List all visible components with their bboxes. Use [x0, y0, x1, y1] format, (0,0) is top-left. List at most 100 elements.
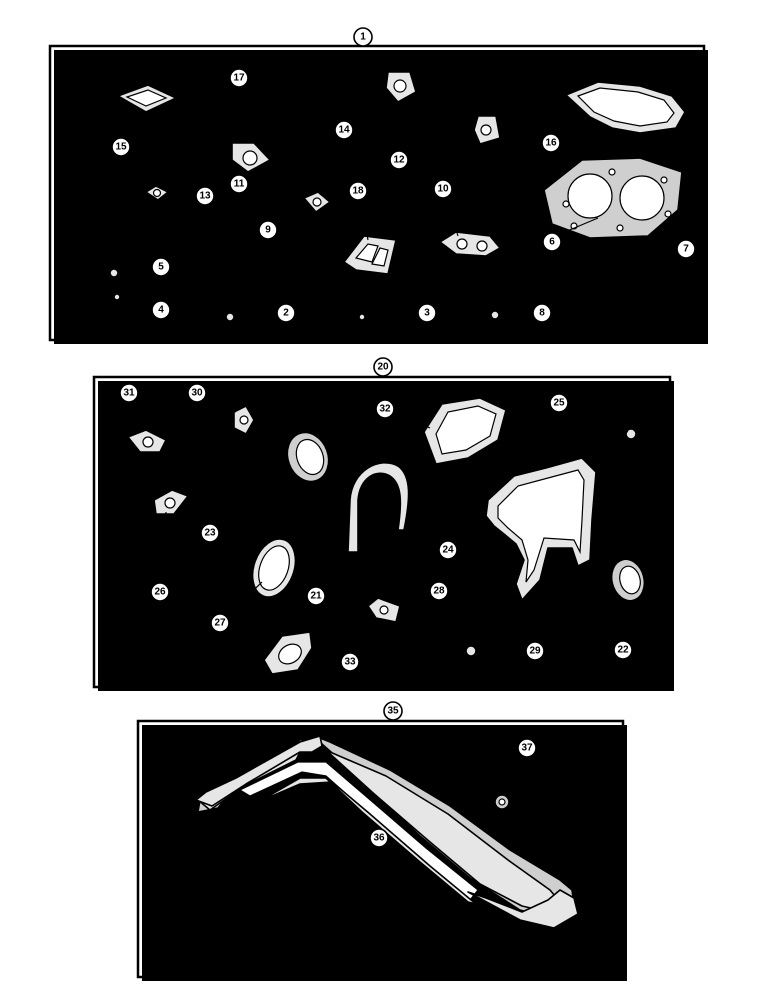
panel-20-leaders [131, 397, 629, 662]
svg-text:6: 6 [549, 237, 555, 248]
svg-text:10: 10 [437, 184, 449, 195]
callout-29: 29 [525, 641, 545, 661]
svg-text:15: 15 [115, 142, 127, 153]
gasket-32 [423, 397, 507, 465]
panel-35-frame [136, 719, 625, 979]
gasket-14 [385, 71, 417, 103]
gasket-16 [565, 81, 686, 134]
callout-14: 14 [334, 120, 354, 140]
svg-text:2: 2 [283, 308, 289, 319]
callout-8: 8 [532, 303, 552, 323]
callout-33: 33 [340, 652, 360, 672]
gasket-26 [153, 489, 189, 515]
callout-24: 24 [438, 540, 458, 560]
svg-text:3: 3 [424, 308, 430, 319]
callout-17: 17 [229, 68, 249, 88]
callout-23: 23 [200, 523, 220, 543]
callout-13: 13 [195, 186, 215, 206]
gasket-15 [117, 84, 177, 113]
callout-30: 30 [187, 383, 207, 403]
svg-text:9: 9 [265, 225, 271, 236]
gasket-12 [473, 115, 501, 145]
svg-text:8: 8 [539, 308, 545, 319]
gasket-10 [439, 231, 501, 257]
gasket-11 [231, 142, 271, 173]
panel-1-label: 1 [353, 27, 373, 47]
callout-4: 4 [151, 300, 171, 320]
callout-27: 27 [210, 613, 230, 633]
washer-37 [494, 794, 510, 810]
callout-5: 5 [151, 257, 171, 277]
panel-35-leaders [344, 755, 522, 863]
svg-text:18: 18 [352, 186, 364, 197]
washer-25 [625, 428, 637, 440]
gasket-13 [145, 185, 169, 201]
svg-text:27: 27 [214, 618, 226, 629]
callout-2: 2 [276, 303, 296, 323]
svg-text:11: 11 [234, 179, 245, 190]
panel-20-label: 20 [373, 357, 393, 377]
svg-text:30: 30 [191, 388, 203, 399]
washer-2 [225, 312, 235, 322]
gasket-31 [127, 429, 167, 453]
svg-text:31: 31 [123, 388, 135, 399]
callout-26: 26 [150, 582, 170, 602]
svg-text:16: 16 [545, 138, 557, 149]
panel-1: 1 [48, 27, 708, 344]
svg-text:1: 1 [360, 32, 366, 43]
svg-text:17: 17 [233, 73, 245, 84]
callout-18: 18 [348, 181, 368, 201]
svg-text:32: 32 [379, 404, 391, 415]
callout-32: 32 [375, 399, 395, 419]
gasket-27 [251, 538, 297, 598]
svg-text:13: 13 [199, 191, 211, 202]
gasket-9 [303, 191, 331, 213]
panel-20-frame [92, 375, 672, 689]
callout-15: 15 [111, 137, 131, 157]
oring-29 [465, 645, 477, 657]
panel-1-leaders [119, 79, 681, 318]
svg-text:29: 29 [529, 646, 541, 657]
svg-text:26: 26 [154, 587, 166, 598]
gasket-28 [367, 597, 401, 623]
svg-text:35: 35 [387, 706, 399, 717]
washer-3 [358, 313, 366, 321]
gasket-18 [343, 235, 397, 275]
svg-text:12: 12 [393, 155, 405, 166]
callout-28: 28 [429, 581, 449, 601]
callout-3: 3 [417, 303, 437, 323]
callout-11: 11 [229, 174, 249, 194]
washer-5 [109, 268, 119, 278]
panel-35: 35 36 37 [136, 701, 627, 981]
svg-text:36: 36 [373, 833, 385, 844]
svg-text:4: 4 [158, 305, 164, 316]
panel-1-frame [48, 44, 706, 342]
callout-36: 36 [369, 828, 389, 848]
panel-20: 20 [92, 357, 674, 691]
callout-25: 25 [549, 393, 569, 413]
callout-10: 10 [433, 179, 453, 199]
gasket-6 [543, 157, 683, 239]
svg-text:24: 24 [442, 545, 454, 556]
svg-text:33: 33 [344, 657, 356, 668]
plug-7 [657, 284, 663, 290]
svg-text:23: 23 [204, 528, 216, 539]
callout-37: 37 [517, 738, 537, 758]
callout-31: 31 [119, 383, 139, 403]
svg-text:22: 22 [617, 645, 629, 656]
nut-17 [280, 96, 290, 106]
callout-21: 21 [306, 586, 326, 606]
panel-35-shadow [142, 725, 627, 981]
panel-35-label: 35 [383, 701, 403, 721]
gasket-30 [233, 405, 255, 435]
washer-4 [113, 293, 121, 301]
svg-text:28: 28 [433, 586, 445, 597]
svg-text:14: 14 [338, 125, 350, 136]
gasket-21 [347, 462, 410, 553]
svg-text:5: 5 [158, 262, 164, 273]
seal-22 [610, 558, 646, 602]
gasket-24 [485, 457, 597, 601]
callout-9: 9 [258, 220, 278, 240]
seal-23 [286, 431, 330, 483]
